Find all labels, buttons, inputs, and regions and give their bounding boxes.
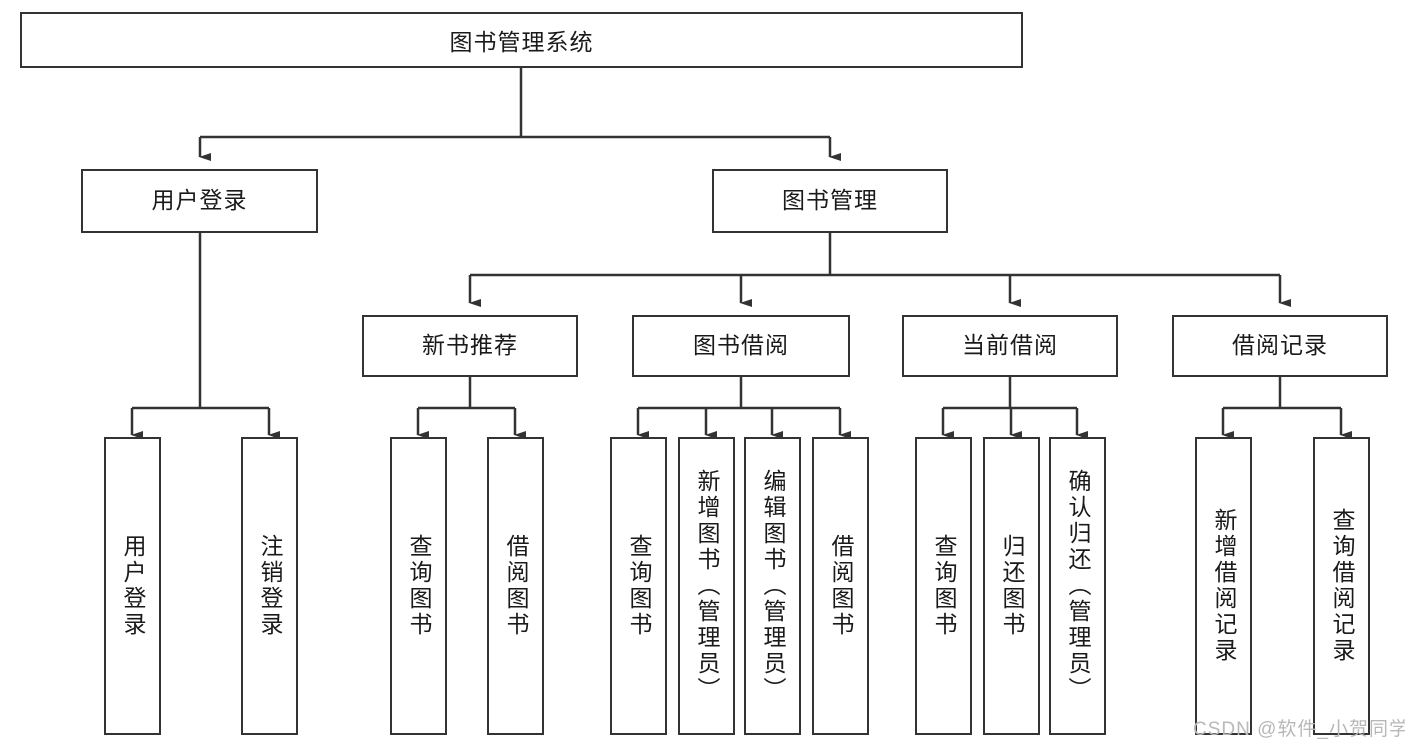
node-borrow-records[interactable]: 借阅记录 bbox=[1172, 315, 1388, 377]
leaf-borrow-book[interactable]: 借阅图书 bbox=[812, 437, 869, 735]
node-root-system[interactable]: 图书管理系统 bbox=[20, 12, 1023, 68]
leaf-logout-login[interactable]: 注销登录 bbox=[241, 437, 298, 735]
leaf-query-book-recommend[interactable]: 查询图书 bbox=[390, 437, 447, 735]
leaf-return-book[interactable]: 归还图书 bbox=[983, 437, 1040, 735]
leaf-query-book-borrow[interactable]: 查询图书 bbox=[610, 437, 667, 735]
leaf-add-borrow-record[interactable]: 新增借阅记录 bbox=[1195, 437, 1252, 735]
node-new-book-recommend[interactable]: 新书推荐 bbox=[362, 315, 578, 377]
leaf-user-login[interactable]: 用户登录 bbox=[104, 437, 161, 735]
watermark-text: CSDN @软件_小贺同学 bbox=[1193, 719, 1405, 740]
leaf-confirm-return-admin[interactable]: 确认归还（管理员） bbox=[1049, 437, 1106, 735]
leaf-borrow-book-recommend[interactable]: 借阅图书 bbox=[487, 437, 544, 735]
node-book-borrow[interactable]: 图书借阅 bbox=[632, 315, 850, 377]
node-user-login[interactable]: 用户登录 bbox=[81, 169, 318, 233]
node-book-management[interactable]: 图书管理 bbox=[712, 169, 948, 233]
leaf-query-book-current[interactable]: 查询图书 bbox=[915, 437, 972, 735]
leaf-query-borrow-record[interactable]: 查询借阅记录 bbox=[1313, 437, 1370, 735]
leaf-edit-book-admin[interactable]: 编辑图书（管理员） bbox=[744, 437, 801, 735]
leaf-add-book-admin[interactable]: 新增图书（管理员） bbox=[678, 437, 735, 735]
node-current-borrow[interactable]: 当前借阅 bbox=[902, 315, 1118, 377]
